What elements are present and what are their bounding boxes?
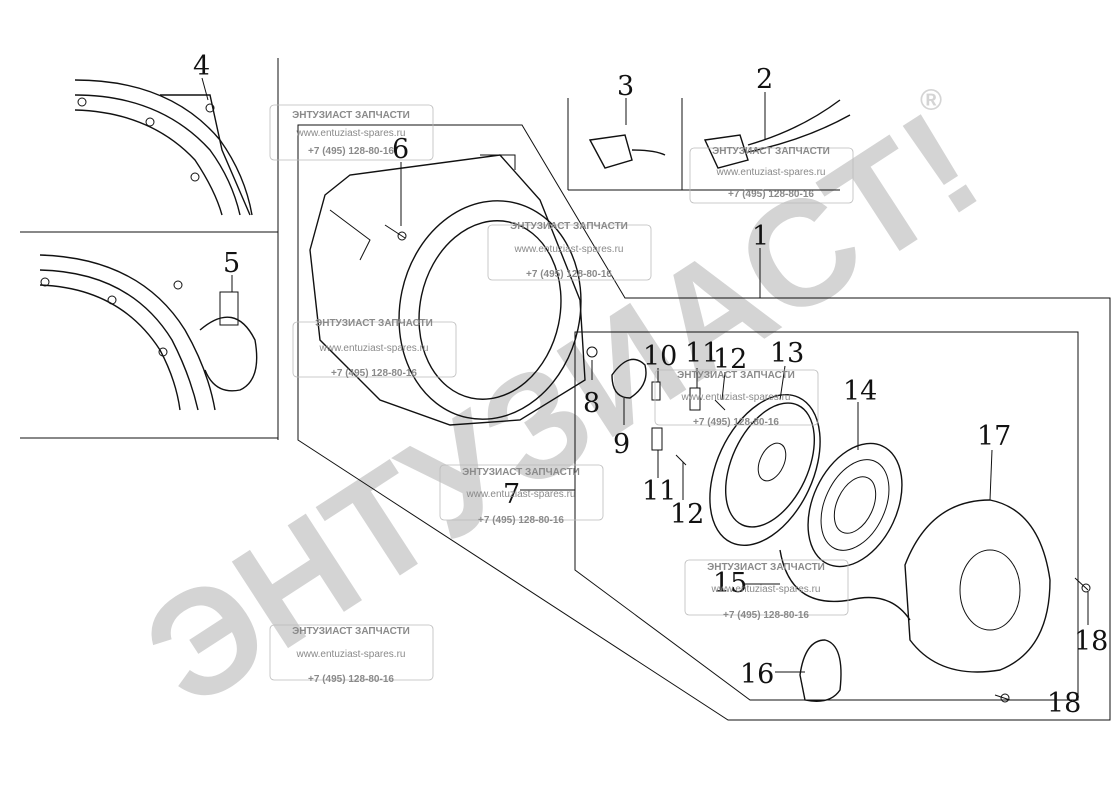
label-part-16: 16 [740,659,774,690]
watermark-phone: +7 (495) 128-80-16 [526,269,612,280]
watermark-stamp: ЭНТУЗИАСТ ЗАПЧАСТИ www.entuziast-spares.… [292,318,457,379]
label-part-5: 5 [223,248,240,279]
group-outlines [297,124,1111,721]
watermark-title: ЭНТУЗИАСТ ЗАПЧАСТИ [315,318,433,329]
label-part-15: 15 [713,568,747,599]
label-part-12-bottom: 12 [670,499,704,530]
watermark-stamp: ЭНТУЗИАСТ ЗАПЧАСТИ www.entuziast-spares.… [689,146,854,204]
big-watermark: ЭНТУЗИАСТ! [116,79,1006,739]
blower-housing [309,154,586,426]
label-part-11-bottom: 11 [642,476,676,507]
label-part-2: 2 [756,64,773,95]
watermark-phone: +7 (495) 128-80-16 [723,610,809,621]
watermark-title: ЭНТУЗИАСТ ЗАПЧАСТИ [510,221,628,232]
watermark-url: www.entuziast-spares.ru [466,489,576,500]
watermark-phone: +7 (495) 128-80-16 [728,189,814,200]
label-part-10: 10 [643,341,677,372]
watermark-title: ЭНТУЗИАСТ ЗАПЧАСТИ [292,626,410,637]
watermark-stamp: ЭНТУЗИАСТ ЗАПЧАСТИ www.entuziast-spares.… [269,104,434,161]
label-part-6: 6 [392,134,409,165]
label-part-8: 8 [583,388,600,419]
watermark-phone: +7 (495) 128-80-16 [308,146,394,157]
label-part-17: 17 [977,421,1011,452]
label-part-14: 14 [843,376,877,407]
part-labels: 4 5 3 2 6 1 7 8 9 10 11 11 12 12 13 14 1… [193,51,1108,719]
watermark-stamp: ЭНТУЗИАСТ ЗАПЧАСТИ www.entuziast-spares.… [439,464,604,526]
watermark-url: www.entuziast-spares.ru [681,392,791,403]
label-part-13: 13 [770,338,804,369]
label-part-18-right: 18 [1074,626,1108,657]
watermark-phone: +7 (495) 128-80-16 [331,368,417,379]
recoil-starter [586,346,1091,703]
label-part-7: 7 [503,479,520,510]
watermark-stamp: ЭНТУЗИАСТ ЗАПЧАСТИ www.entuziast-spares.… [487,221,652,281]
label-part-1: 1 [752,221,769,252]
watermark-phone: +7 (495) 128-80-16 [693,417,779,428]
watermark-title: ЭНТУЗИАСТ ЗАПЧАСТИ [292,110,410,121]
watermark-url: www.entuziast-spares.ru [711,584,821,595]
watermark-title: ЭНТУЗИАСТ ЗАПЧАСТИ [462,467,580,478]
label-part-11-top: 11 [685,338,719,369]
watermark-url: www.entuziast-spares.ru [296,128,406,139]
watermark-stamp: ЭНТУЗИАСТ ЗАПЧАСТИ www.entuziast-spares.… [684,559,849,621]
watermark-title: ЭНТУЗИАСТ ЗАПЧАСТИ [712,146,830,157]
watermark-stamp: ЭНТУЗИАСТ ЗАПЧАСТИ www.entuziast-spares.… [269,624,434,685]
bolt-6 [384,224,406,239]
label-part-9: 9 [613,429,630,460]
watermark-title: ЭНТУЗИАСТ ЗАПЧАСТИ [677,370,795,381]
registered-mark: ® [920,84,942,117]
watermark-url: www.entuziast-spares.ru [716,167,826,178]
watermark-url: www.entuziast-spares.ru [296,649,406,660]
inset-panels [20,58,279,440]
label-part-3: 3 [617,71,634,102]
sensor-bracket [567,98,851,191]
label-part-4: 4 [193,51,210,82]
watermark-url: www.entuziast-spares.ru [319,343,429,354]
leader-lines [201,77,1089,701]
big-watermark-text: ЭНТУЗИАСТ! [116,79,1006,739]
watermark-phone: +7 (495) 128-80-16 [308,674,394,685]
watermark-title: ЭНТУЗИАСТ ЗАПЧАСТИ [707,562,825,573]
label-part-18-bottom: 18 [1047,688,1081,719]
watermark-stamp: ЭНТУЗИАСТ ЗАПЧАСТИ www.entuziast-spares.… [654,369,819,428]
watermark-phone: +7 (495) 128-80-16 [478,515,564,526]
watermark-url: www.entuziast-spares.ru [514,244,624,255]
